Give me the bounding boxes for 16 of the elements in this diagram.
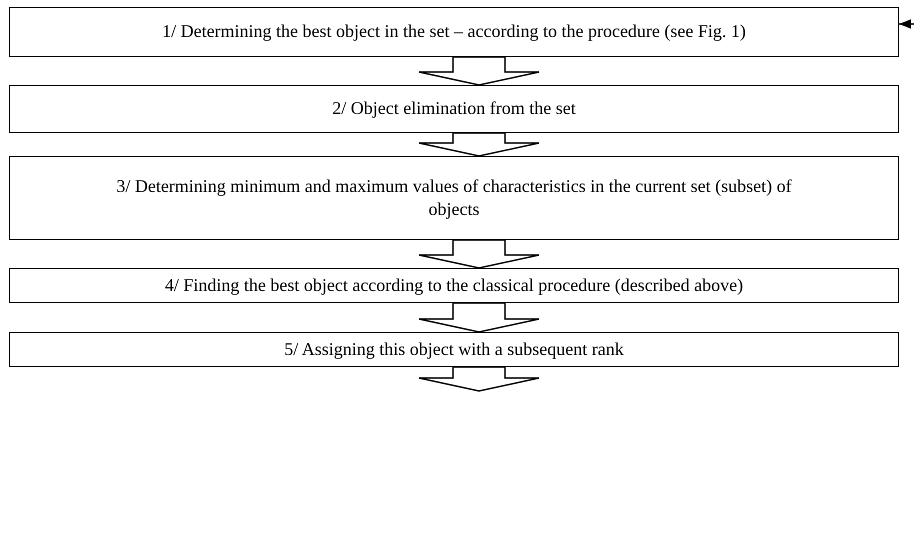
process-box [9, 268, 899, 303]
step-text: 4/ Finding the best object according to the classical procedure (described above) [164, 274, 744, 297]
block-arrow [418, 132, 540, 157]
arrow [899, 19, 914, 29]
step-text: 3/ Determining minimum and maximum values of characteristics in the current set (subset) of objects [115, 174, 793, 221]
block-arrow [418, 366, 540, 392]
step-text: 5/ Assigning this object with a subsequent rank [284, 338, 624, 361]
step-text: 2/ Object elimination from the set [332, 97, 576, 120]
step-text: 1/ Determining the best object in the set – according to the procedure (see Fig. 1) [162, 20, 746, 44]
process-box [9, 85, 899, 133]
process-box [9, 7, 899, 57]
process-box [9, 332, 899, 367]
process-box [9, 156, 899, 240]
block-arrow [418, 56, 540, 86]
block-arrow [418, 239, 540, 269]
block-arrow [418, 302, 540, 333]
